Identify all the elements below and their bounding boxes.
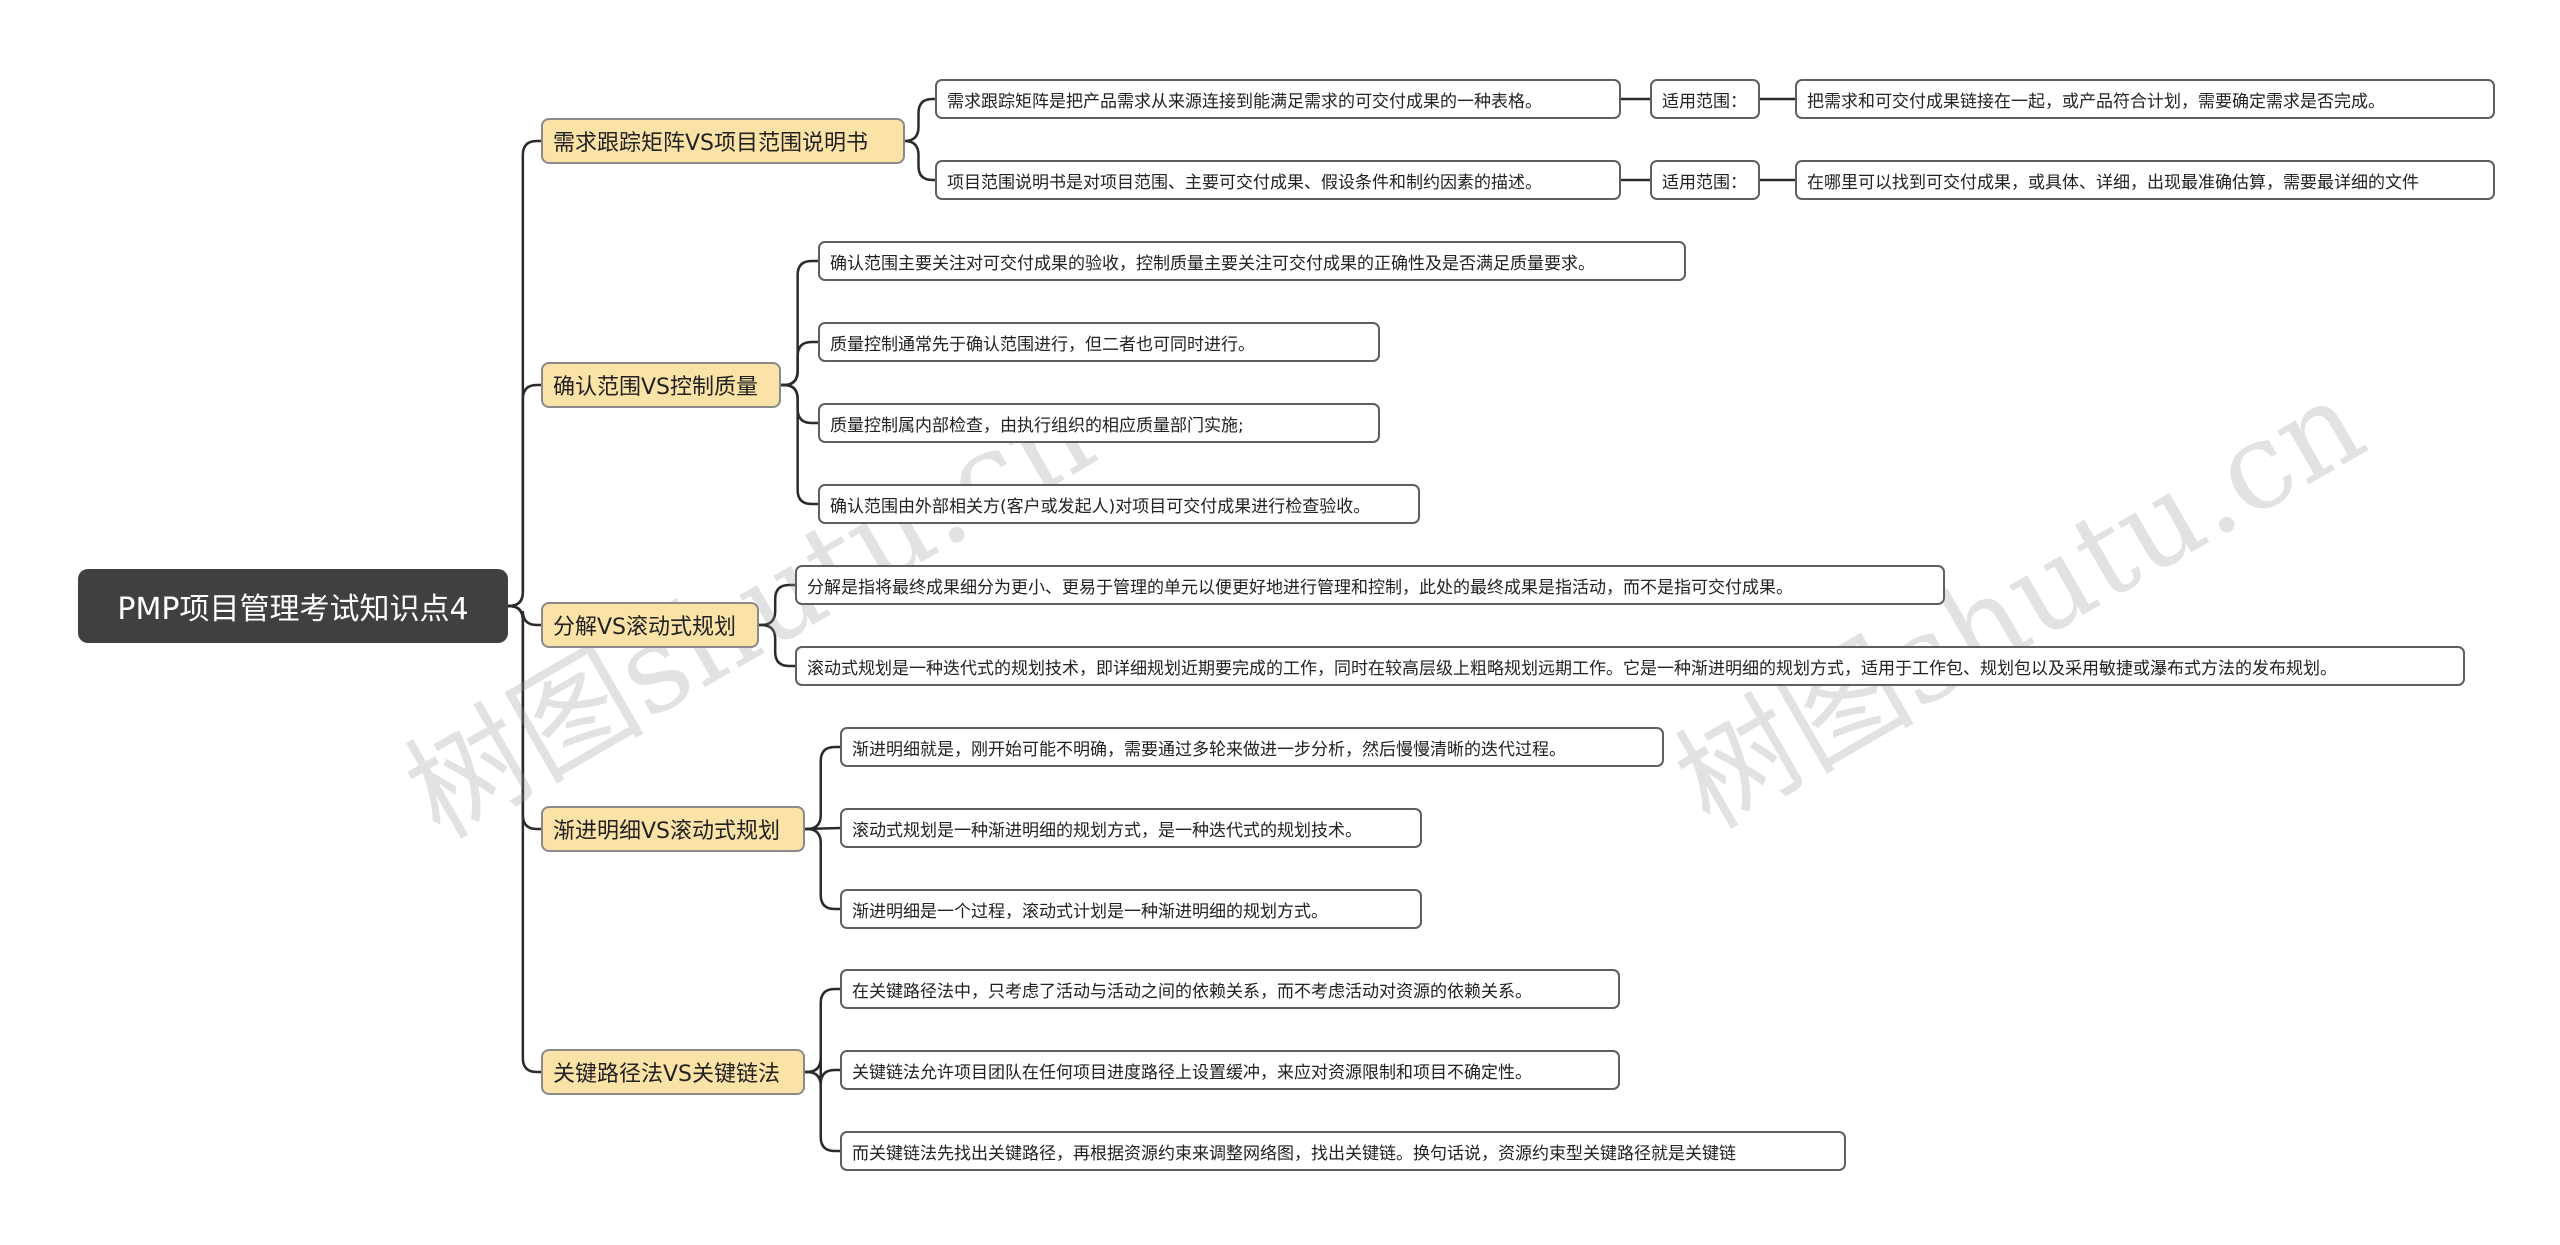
- leaf-item[interactable]: 确认范围由外部相关方(客户或发起人)对项目可交付成果进行检查验收。: [818, 484, 1420, 524]
- leaf-requirements-matrix[interactable]: 需求跟踪矩阵是把产品需求从来源连接到能满足需求的可交付成果的一种表格。: [935, 79, 1621, 119]
- leaf-item[interactable]: 而关键链法先找出关键路径，再根据资源约束来调整网络图，找出关键链。换句话说，资源…: [840, 1131, 1846, 1171]
- topic-critical-path-vs-critical-chain[interactable]: 关键路径法VS关键链法: [541, 1049, 805, 1095]
- branch-connector: [805, 987, 840, 1074]
- branch-connector: [781, 383, 818, 506]
- root-connector: [508, 604, 541, 627]
- leaf-scope-detail[interactable]: 把需求和可交付成果链接在一起，或产品符合计划，需要确定需求是否完成。: [1795, 79, 2495, 119]
- leaf-item[interactable]: 质量控制属内部检查，由执行组织的相应质量部门实施;: [818, 403, 1380, 443]
- leaf-item[interactable]: 渐进明细就是，刚开始可能不明确，需要通过多轮来做进一步分析，然后慢慢清晰的迭代过…: [840, 727, 1664, 767]
- branch-connector: [805, 745, 840, 831]
- root-node[interactable]: PMP项目管理考试知识点4: [78, 569, 508, 643]
- leaf-item[interactable]: 分解是指将最终成果细分为更小、更易于管理的单元以便更好地进行管理和控制，此处的最…: [795, 565, 1945, 605]
- leaf-scope-detail[interactable]: 在哪里可以找到可交付成果，或具体、详细，出现最准确估算，需要最详细的文件: [1795, 160, 2495, 200]
- leaf-item[interactable]: 关键链法允许项目团队在任何项目进度路径上设置缓冲，来应对资源限制和项目不确定性。: [840, 1050, 1620, 1090]
- topic-decomposition-vs-rolling-wave[interactable]: 分解VS滚动式规划: [541, 602, 759, 648]
- branch-connector: [805, 827, 840, 911]
- branch-connector: [781, 259, 818, 387]
- leaf-item[interactable]: 确认范围主要关注对可交付成果的验收，控制质量主要关注可交付成果的正确性及是否满足…: [818, 241, 1686, 281]
- topic-requirements-vs-scope[interactable]: 需求跟踪矩阵VS项目范围说明书: [541, 118, 905, 164]
- root-connector: [508, 604, 541, 831]
- leaf-scope-statement[interactable]: 项目范围说明书是对项目范围、主要可交付成果、假设条件和制约因素的描述。: [935, 160, 1621, 200]
- leaf-item[interactable]: 滚动式规划是一种渐进明细的规划方式，是一种迭代式的规划技术。: [840, 808, 1422, 848]
- branch-connector: [904, 97, 935, 143]
- branch-connector: [759, 583, 795, 627]
- root-connector: [508, 604, 541, 1074]
- branch-connector: [805, 1070, 840, 1153]
- topic-validate-scope-vs-control-quality[interactable]: 确认范围VS控制质量: [541, 362, 781, 408]
- branch-connector: [904, 139, 935, 182]
- branch-connector: [781, 383, 818, 425]
- branch-connector: [781, 340, 818, 387]
- root-connector: [508, 383, 541, 608]
- leaf-item[interactable]: 在关键路径法中，只考虑了活动与活动之间的依赖关系，而不考虑活动对资源的依赖关系。: [840, 969, 1620, 1009]
- leaf-scope-label[interactable]: 适用范围：: [1650, 160, 1760, 200]
- leaf-item[interactable]: 质量控制通常先于确认范围进行，但二者也可同时进行。: [818, 322, 1380, 362]
- branch-connector: [805, 1057, 840, 1085]
- topic-progressive-elaboration-vs-rolling-wave[interactable]: 渐进明细VS滚动式规划: [541, 806, 805, 852]
- leaf-item[interactable]: 滚动式规划是一种迭代式的规划技术，即详细规划近期要完成的工作，同时在较高层级上粗…: [795, 646, 2465, 686]
- leaf-item[interactable]: 渐进明细是一个过程，滚动式计划是一种渐进明细的规划方式。: [840, 889, 1422, 929]
- leaf-scope-label[interactable]: 适用范围：: [1650, 79, 1760, 119]
- branch-connector: [759, 623, 795, 668]
- root-connector: [508, 139, 541, 608]
